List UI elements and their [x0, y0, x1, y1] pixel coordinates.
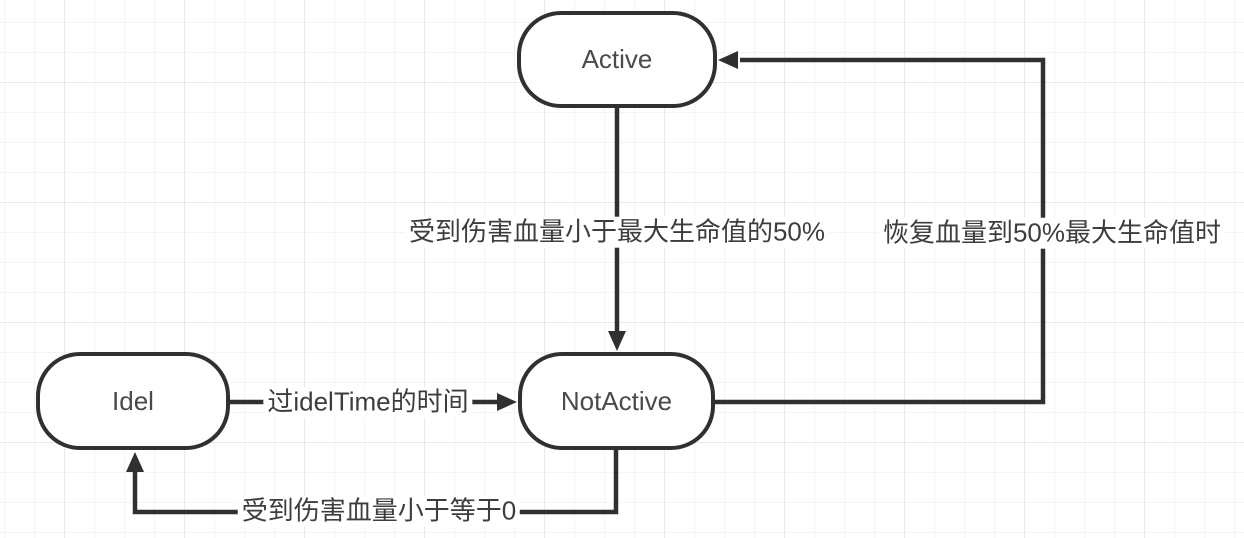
- node-label-idel: Idel: [112, 385, 154, 416]
- edge-label-idel-time-elapsed[interactable]: 过idelTime的时间: [263, 386, 473, 418]
- state-node-active[interactable]: Active: [517, 11, 717, 108]
- edge-label-damage-below-50-percent[interactable]: 受到伤害血量小于最大生命值的50%: [404, 216, 830, 248]
- arrowhead-right-icon: [497, 393, 517, 411]
- edge-label-damage-below-zero[interactable]: 受到伤害血量小于等于0: [237, 495, 521, 527]
- arrowhead-up-icon: [126, 452, 144, 472]
- node-label-active: Active: [581, 44, 653, 74]
- edge-label-recover-to-50-percent[interactable]: 恢复血量到50%最大生命值时: [878, 217, 1226, 249]
- node-label-notactive: NotActive: [560, 385, 673, 416]
- arrowhead-left-icon: [718, 51, 738, 69]
- state-node-notactive[interactable]: NotActive: [518, 352, 715, 450]
- arrowhead-down-icon: [608, 331, 626, 351]
- state-node-idel[interactable]: Idel: [36, 352, 230, 450]
